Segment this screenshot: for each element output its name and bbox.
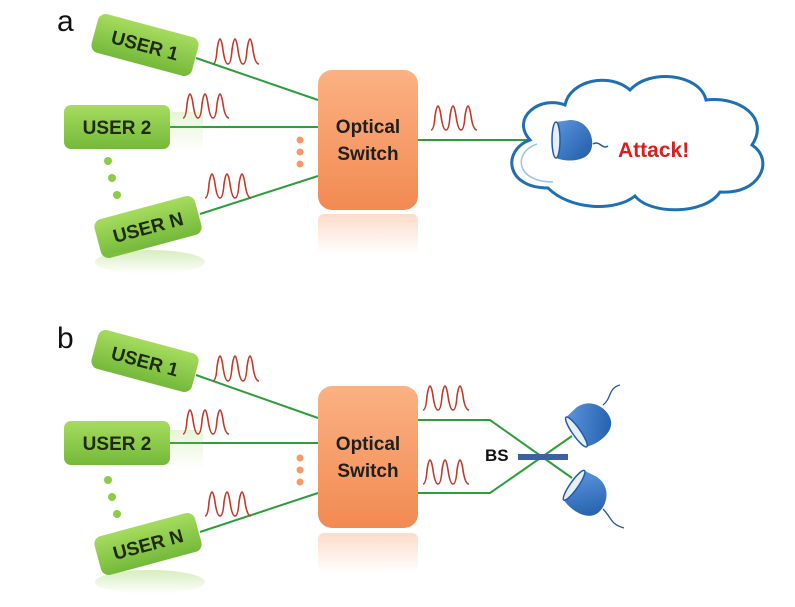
bs-label: BS <box>485 446 509 465</box>
pulse-user2-a <box>182 93 230 119</box>
user2-label-b: USER 2 <box>83 434 152 455</box>
user2-box-a: USER 2 <box>64 105 170 149</box>
fiber-user1-a <box>195 57 319 101</box>
panel-a-label: a <box>57 5 74 38</box>
usern-box-a: USER N <box>94 196 202 258</box>
optical-switch-a: Optical Switch <box>318 70 418 210</box>
attack-cloud <box>510 75 765 212</box>
pulse-out-a <box>430 105 478 131</box>
fiber-user1-b <box>195 374 319 419</box>
cloud-inner-shade <box>520 143 554 183</box>
pulse-usern-a <box>204 173 252 199</box>
switch-line1-a: Optical <box>336 117 400 138</box>
panel-b: b USER 1 USER 2 USER N <box>57 322 625 594</box>
switch-port-dots-a <box>296 136 304 168</box>
detector-icon-a <box>551 120 609 161</box>
switch-line2-a: Switch <box>337 144 398 165</box>
attack-label: Attack! <box>618 139 689 162</box>
detector-icon-lower-b <box>562 469 607 516</box>
user2-label-a: USER 2 <box>83 118 152 139</box>
detector-icon-upper-b <box>564 403 612 448</box>
switch-port-dots-b <box>296 454 304 486</box>
fiber-usern-b <box>199 492 319 533</box>
user-ellipsis-a <box>104 157 121 199</box>
detector-cable-lower-b <box>602 508 625 529</box>
usern-reflection-b <box>95 570 205 594</box>
beam-splitter <box>518 454 568 460</box>
pulse-out-upper-b <box>422 385 470 411</box>
pulse-user2-b <box>182 409 230 435</box>
user1-box-b: USER 1 <box>91 330 199 392</box>
detector-cable-upper-b <box>602 384 621 406</box>
switch-reflection-b <box>318 533 418 573</box>
switch-line1-b: Optical <box>336 434 400 455</box>
panel-a: a USER 1 USER 2 USER N <box>57 5 765 274</box>
optical-switch-b: Optical Switch <box>318 386 418 528</box>
pulse-user1-b <box>212 355 260 382</box>
user2-box-b: USER 2 <box>64 421 170 465</box>
panel-b-label: b <box>57 322 74 355</box>
pulse-user1-a <box>212 38 260 65</box>
usern-box-b: USER N <box>94 513 202 575</box>
user-ellipsis-b <box>104 476 121 518</box>
pulse-usern-b <box>204 491 252 517</box>
switch-reflection-a <box>318 214 418 254</box>
switch-line2-b: Switch <box>337 461 398 482</box>
pulse-out-lower-b <box>422 459 470 485</box>
fiber-usern-a <box>199 175 319 215</box>
usern-reflection-a <box>95 250 205 274</box>
user1-box-a: USER 1 <box>91 14 199 76</box>
